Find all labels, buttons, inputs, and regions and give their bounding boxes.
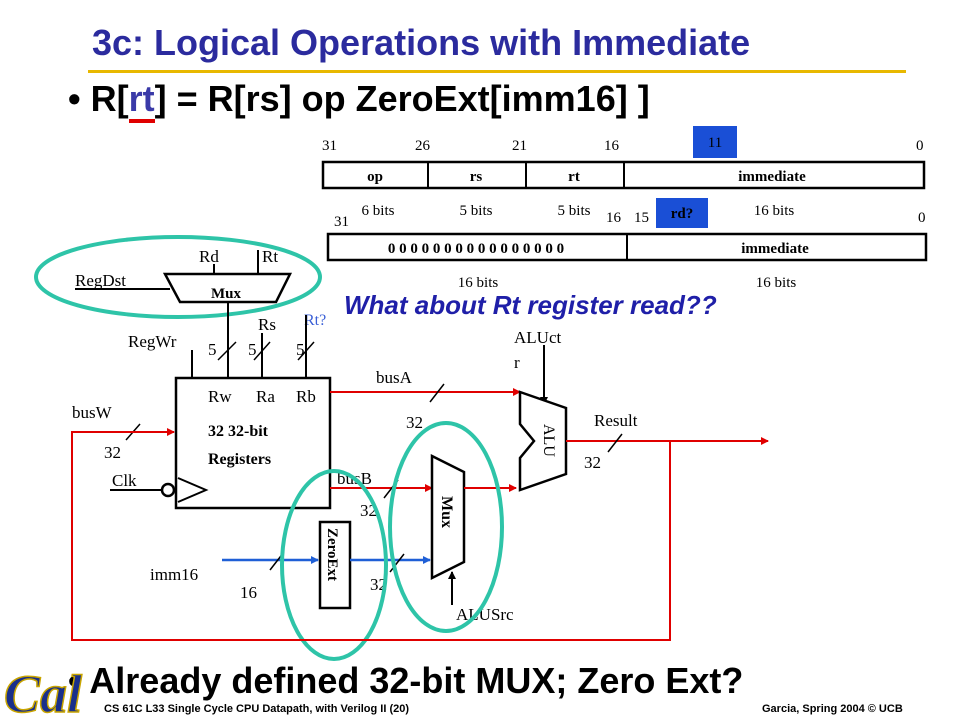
width-rb: 5 — [296, 340, 305, 359]
bit-pos-0: 0 — [916, 138, 924, 154]
zx-bit-0: 0 — [918, 210, 926, 226]
instruction-format: 31 26 21 16 0 11 op rs rt immediate 6 bi… — [321, 126, 926, 219]
alu-shape — [518, 390, 568, 492]
regdst-label: RegDst — [75, 271, 126, 290]
rt-highlight-box — [693, 126, 737, 158]
width-op: 6 bits — [362, 203, 395, 219]
regdst-mux-label: Mux — [211, 286, 242, 302]
zeroext-highlight-ellipse — [280, 469, 388, 661]
imm16-label: imm16 — [150, 565, 198, 584]
bottom-bullet-dot: • — [68, 660, 81, 701]
regdst-mux — [162, 272, 293, 304]
width-immediate: 16 bits — [754, 203, 795, 219]
bottom-bullet: • Already defined 32-bit MUX; Zero Ext? — [68, 660, 743, 702]
footer-course: CS 61C L33 Single Cycle CPU Datapath, wi… — [104, 703, 410, 715]
busw-label: busW — [72, 403, 113, 422]
cal-logo-text: Cal — [4, 664, 82, 720]
result-label: Result — [594, 411, 638, 430]
alusrc-label: ALUSrc — [456, 605, 514, 624]
field-op: op — [367, 169, 383, 185]
alusrc-mux-shape — [430, 453, 466, 581]
busa-label: busA — [376, 368, 413, 387]
alu: ALU — [518, 390, 568, 492]
busw-width: 32 — [104, 443, 121, 462]
zeroext-box — [318, 520, 352, 610]
slide-title: 3c: Logical Operations with Immediate — [92, 22, 751, 63]
writeback-wire — [71, 428, 671, 641]
port-rw: Rw — [208, 387, 232, 406]
zero-bits: 0 0 0 0 0 0 0 0 0 0 0 0 0 0 0 0 — [388, 241, 564, 257]
width-rw: 5 — [208, 340, 217, 359]
clk-bubble — [160, 482, 176, 498]
field-rt: rt — [568, 169, 580, 185]
clk-label: Clk — [112, 471, 137, 490]
alusrc-mux: Mux — [430, 453, 466, 581]
register-file: Rw Ra Rb 32 32-bit Registers — [174, 376, 332, 510]
zx-immediate: immediate — [741, 241, 809, 257]
bullet-dot: • — [68, 78, 81, 119]
footer-copyright: Garcia, Spring 2004 © UCB — [762, 703, 903, 715]
mux-input-rt: Rt — [262, 247, 278, 266]
rt-highlight-value: 11 — [708, 135, 722, 151]
bit-pos-31: 31 — [322, 138, 337, 154]
rd-question-box — [656, 198, 708, 228]
zx-bit-15: 15 — [634, 210, 649, 226]
alu-label: ALU — [540, 424, 557, 457]
busa-width: 32 — [406, 413, 423, 432]
title-underline — [88, 70, 906, 73]
equation-rt: rt — [128, 78, 155, 123]
imm16-width: 16 — [240, 583, 257, 602]
cal-logo: Cal — [3, 663, 83, 720]
equation-prefix: R[ — [90, 78, 129, 119]
mux-highlight-ellipse — [388, 421, 504, 633]
port-rb: Rb — [296, 387, 316, 406]
regwr-label: RegWr — [128, 332, 177, 351]
equation-suffix: ] = R[rs] op ZeroExt[imm16] ] — [154, 78, 650, 119]
result-width: 32 — [584, 453, 601, 472]
zx-bit-31: 31 — [334, 214, 349, 230]
register-file-line1: 32 32-bit — [208, 423, 269, 440]
mux-input-rd: Rd — [199, 247, 219, 266]
field-rs: rs — [470, 169, 483, 185]
zeroext-label: ZeroExt — [324, 528, 340, 581]
rd-question-label: rd? — [671, 206, 694, 222]
width-rs: 5 bits — [460, 203, 493, 219]
port-ra: Ra — [256, 387, 275, 406]
rt-read-question: What about Rt register read?? — [344, 290, 717, 320]
regdst-highlight-ellipse — [34, 235, 322, 319]
aluctr-label-2: r — [514, 353, 520, 372]
regdst-mux-group: Rd Rt Mux RegDst — [34, 235, 322, 319]
width-rt: 5 bits — [558, 203, 591, 219]
zero-extend-format: 31 16 15 0 rd? 0 0 0 0 0 0 0 0 0 0 0 0 0… — [326, 198, 928, 291]
bit-pos-16: 16 — [604, 138, 620, 154]
zx-width-upper: 16 bits — [458, 275, 499, 291]
zx-width-lower: 16 bits — [756, 275, 797, 291]
aluctr-label-1: ALUct — [514, 328, 561, 347]
bit-pos-26: 26 — [415, 138, 431, 154]
equation-line: • R[rt] = R[rs] op ZeroExt[imm16] ] — [68, 78, 650, 123]
field-immediate: immediate — [738, 169, 806, 185]
rs-label: Rs — [258, 315, 276, 334]
zx-bit-16: 16 — [606, 210, 622, 226]
zeroext-unit: ZeroExt — [318, 520, 352, 610]
bit-pos-21: 21 — [512, 138, 527, 154]
alusrc-mux-label: Mux — [438, 496, 455, 528]
bottom-bullet-text: Already defined 32-bit MUX; Zero Ext? — [89, 660, 744, 701]
register-file-line2: Registers — [208, 451, 271, 468]
rt-question-label: Rt? — [304, 312, 326, 329]
width-ra: 5 — [248, 340, 257, 359]
